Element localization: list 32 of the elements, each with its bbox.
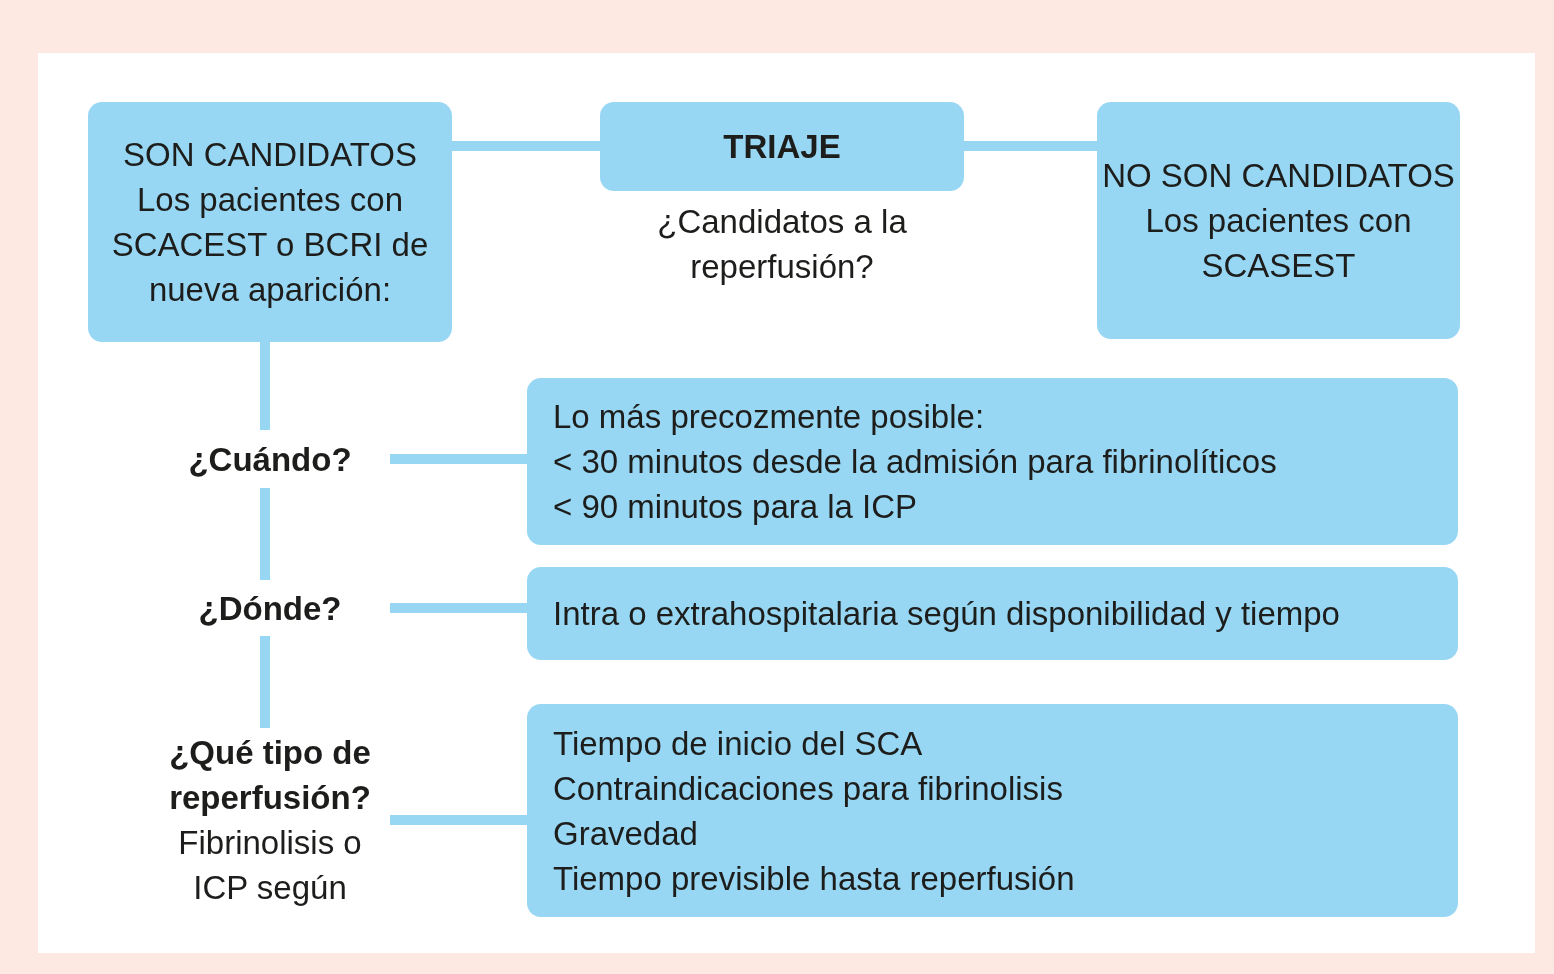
node-text: NO SON CANDIDATOS	[1102, 156, 1455, 196]
process-box	[527, 378, 1458, 545]
process-box	[600, 102, 964, 191]
node-heading: TRIAJE	[723, 127, 841, 167]
node-caption: ¿Candidatos a la reperfusión?	[656, 202, 908, 287]
node-text: Lo más precozmente posible:	[553, 397, 985, 437]
node-text: Intra o extrahospitalaria según disponibilidad y tiempo	[553, 594, 1340, 634]
connector-line	[964, 141, 1097, 151]
connector-line	[390, 815, 527, 825]
node-text: < 30 minutos desde la admisión para fibrinolíticos	[553, 442, 1277, 482]
process-box	[88, 102, 452, 342]
node-heading: ¿Cuándo?	[188, 439, 352, 480]
node-text: Fibrinolisis o ICP según	[177, 823, 363, 908]
node-text: Tiempo de inicio del SCA	[553, 723, 923, 764]
connector-line	[260, 488, 270, 580]
node-heading: ¿Qué tipo de reperfusión?	[168, 733, 372, 818]
connector-line	[452, 141, 600, 151]
process-box	[527, 567, 1458, 660]
connector-line	[260, 636, 270, 728]
process-box	[527, 704, 1458, 917]
node-text: Contraindicaciones para fibrinolisis	[553, 768, 1063, 809]
connector-line	[390, 603, 527, 613]
node-text: Los pacientes con SCASEST	[1144, 201, 1413, 286]
node-text: SON CANDIDATOS	[123, 135, 417, 175]
node-text: < 90 minutos para la ICP	[553, 487, 918, 527]
node-text: Tiempo previsible hasta reperfusión	[553, 858, 1075, 899]
node-heading: ¿Dónde?	[198, 588, 342, 629]
process-box	[1097, 102, 1460, 339]
node-text: Los pacientes con SCACEST o BCRI de nueva aparición:	[110, 180, 430, 310]
node-text: Gravedad	[553, 813, 698, 854]
connector-line	[390, 454, 527, 464]
connector-line	[260, 342, 270, 430]
